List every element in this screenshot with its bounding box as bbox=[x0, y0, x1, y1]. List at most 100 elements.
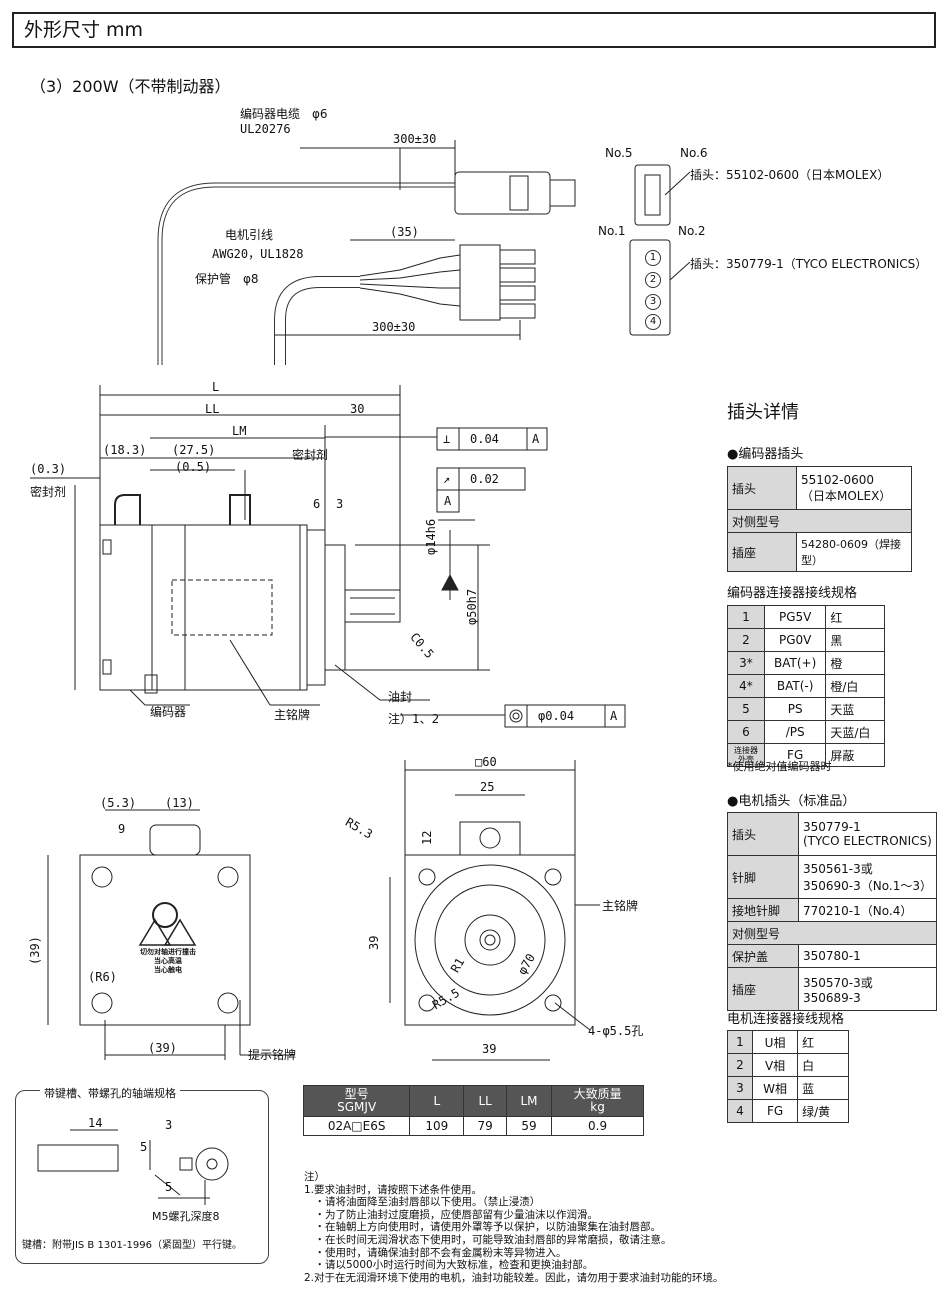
flange-circle bbox=[414, 864, 566, 1016]
key-dim-5a: 5 bbox=[140, 1140, 148, 1154]
spec-header-model: 型号 SGMJV bbox=[302, 1085, 411, 1117]
rear-view bbox=[79, 854, 251, 1026]
label-sealant-left: 密封剂 bbox=[30, 485, 67, 499]
motor-plug-heading: ●电机插头（标准品） bbox=[727, 794, 856, 809]
pin-3: 3 bbox=[645, 294, 661, 310]
dim-18-3: (18.3) bbox=[103, 443, 147, 457]
rear-dim-13: (13) bbox=[165, 796, 194, 810]
key-m5-label: M5螺孔深度8 bbox=[152, 1210, 220, 1223]
header-title: 外形尺寸 mm bbox=[24, 19, 144, 41]
front-dim-39v: 39 bbox=[367, 935, 381, 950]
perp-tolerance: 0.04 bbox=[470, 432, 499, 446]
pin-2: 2 bbox=[645, 272, 661, 288]
conn-no2: No.2 bbox=[678, 224, 706, 238]
dim-cable-300-a: 300±30 bbox=[393, 132, 437, 146]
note-line: ・为了防止油封过度磨损，应使唇部留有少量油沫以作润滑。 bbox=[304, 1208, 598, 1221]
rear-dim-39h: (39) bbox=[148, 1041, 177, 1055]
label-motor-lead: 电机引线 bbox=[225, 228, 274, 242]
note-line: ・请以5000小时运行时间为大致标准，检查和更换油封部。 bbox=[304, 1259, 594, 1272]
lead-wires bbox=[359, 254, 461, 307]
motor-plug-detail bbox=[629, 239, 671, 336]
note-line: ・请将油面降至油封唇部以下使用。（禁止浸渍） bbox=[304, 1196, 541, 1209]
front-dim-12: 12 bbox=[420, 830, 434, 845]
key-dim-14: 14 bbox=[88, 1116, 103, 1130]
conn-no5: No.5 bbox=[605, 146, 633, 160]
pin-1: 1 bbox=[645, 250, 661, 266]
label-sealant-top: 密封剂 bbox=[292, 448, 329, 462]
encoder-footnote: *使用绝对值编码器时 bbox=[727, 760, 832, 773]
note-line: ・使用时，请确保油封部不会有金属粉末等异物进入。 bbox=[304, 1246, 567, 1259]
dim-0-3: (0.3) bbox=[30, 462, 67, 476]
model-spec-table: 型号 SGMJV L LL LM 大致质量 kg 02A□E6S 109 79 … bbox=[302, 1085, 644, 1136]
perp-symbol: ⊥ bbox=[443, 432, 451, 446]
notes-block: 注） 1.要求油封时，请按照下述条件使用。 ・请将油面降至油封唇部以下使用。（禁… bbox=[304, 1171, 724, 1284]
note-line: 2.对于在无润滑环境下使用的电机，油封功能较差。因此，请勿用于要求油封功能的环境… bbox=[304, 1271, 724, 1284]
rear-dim-5-3: (5.3) bbox=[100, 796, 137, 810]
section-title: （3）200W（不带制动器） bbox=[30, 77, 231, 96]
dim-L: L bbox=[212, 380, 220, 394]
dim-3: 3 bbox=[336, 497, 344, 511]
dim-shaft-dia: φ14h6 bbox=[424, 518, 438, 555]
encoder-wiring-heading: 编码器连接器接线规格 bbox=[727, 586, 858, 601]
motor-connector bbox=[459, 244, 501, 321]
dim-0-5: (0.5) bbox=[175, 460, 212, 474]
label-awg20: AWG20，UL1828 bbox=[212, 247, 304, 261]
conn-no1: No.1 bbox=[598, 224, 626, 238]
key-dim-3: 3 bbox=[165, 1118, 173, 1132]
dim-30: 30 bbox=[350, 402, 365, 416]
note-line: 注） bbox=[304, 1171, 325, 1183]
coax-datum: A bbox=[610, 709, 618, 723]
front-label-nameplate: 主铭牌 bbox=[602, 899, 639, 913]
dim-cable-300-b: 300±30 bbox=[372, 320, 416, 334]
encoder-body bbox=[99, 524, 153, 691]
label-oil-seal-note: 注）1、2 bbox=[388, 712, 440, 726]
note-line: ・在长时间无润滑状态下使用时，可能导致油封唇部的异常磨损，敬请注意。 bbox=[304, 1233, 672, 1246]
spec-LL: 79 bbox=[463, 1116, 507, 1136]
warning-plate-text: 切勿对轴进行撞击 当心高温 当心触电 bbox=[140, 948, 196, 974]
dim-LM: LM bbox=[232, 424, 247, 438]
label-motor-plug: 插头：350779-1（TYCO ELECTRONICS） bbox=[690, 257, 928, 271]
plug-detail-title: 插头详情 bbox=[727, 402, 799, 423]
rear-dim-9: 9 bbox=[118, 822, 126, 836]
spec-header-L: L bbox=[409, 1085, 465, 1117]
key-dim-5b: 5 bbox=[165, 1180, 173, 1194]
spec-model: 02A□E6S bbox=[302, 1116, 411, 1136]
key-spec-title: 带键槽、带螺孔的轴端规格 bbox=[40, 1085, 180, 1101]
label-warning-plate: 提示铭牌 bbox=[248, 1048, 297, 1062]
page-header: 外形尺寸 mm bbox=[12, 12, 936, 48]
spec-header-LL: LL bbox=[463, 1085, 507, 1117]
motor-shaft bbox=[344, 589, 401, 623]
spec-mass: 0.9 bbox=[551, 1116, 644, 1136]
conn-no6: No.6 bbox=[680, 146, 708, 160]
spec-header-mass: 大致质量 kg bbox=[551, 1085, 644, 1117]
spec-header-LM: LM bbox=[505, 1085, 553, 1117]
front-dim-60: □60 bbox=[475, 755, 497, 769]
label-encoder: 编码器 bbox=[150, 705, 187, 719]
perp-datum: A bbox=[532, 432, 540, 446]
encoder-plug-heading: ●编码器插头 bbox=[727, 447, 804, 462]
spec-LM: 59 bbox=[505, 1116, 553, 1136]
motor-wiring-heading: 电机连接器接线规格 bbox=[727, 1012, 845, 1027]
dim-27-5: (27.5) bbox=[172, 443, 216, 457]
key-note: 键槽：附带JIS B 1301-1996（紧固型）平行键。 bbox=[22, 1240, 242, 1251]
runout-symbol: ↗ bbox=[443, 472, 451, 486]
dim-6: 6 bbox=[313, 497, 321, 511]
label-protect-tube: 保护管 φ8 bbox=[195, 272, 259, 286]
front-dim-39h: 39 bbox=[482, 1042, 497, 1056]
front-dim-holes: 4-φ5.5孔 bbox=[588, 1024, 644, 1038]
datum-a: A bbox=[444, 494, 452, 508]
label-nameplate: 主铭牌 bbox=[274, 708, 311, 722]
front-dim-25: 25 bbox=[480, 780, 495, 794]
pin-4: 4 bbox=[645, 314, 661, 330]
encoder-connector bbox=[454, 171, 551, 215]
dim-lead-35: (35) bbox=[390, 225, 419, 239]
label-ul20276: UL20276 bbox=[240, 122, 291, 136]
runout-tolerance: 0.02 bbox=[470, 472, 499, 486]
note-line: 1.要求油封时，请按照下述条件使用。 bbox=[304, 1183, 483, 1196]
coax-tolerance: φ0.04 bbox=[538, 709, 575, 723]
encoder-plug-detail bbox=[634, 164, 671, 226]
